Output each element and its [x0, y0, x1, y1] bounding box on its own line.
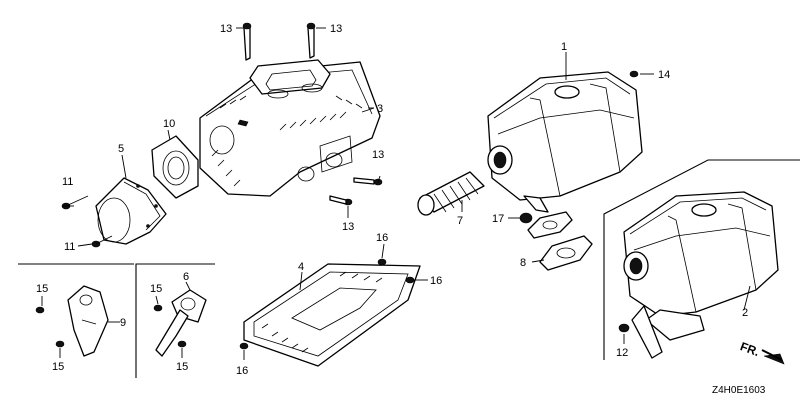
muffler-gasket[interactable]	[539, 235, 593, 271]
bolt-14[interactable]	[629, 70, 639, 78]
bolt-13a[interactable]	[242, 22, 252, 61]
muffler-gasket-upper[interactable]	[527, 211, 573, 239]
tailpipe-deflector[interactable]	[67, 285, 109, 357]
heat-shield-plate[interactable]	[243, 263, 421, 367]
callout-8: 8	[520, 257, 526, 269]
callout-13c: 13	[372, 149, 384, 161]
callout-12: 12	[616, 347, 628, 359]
callout-labels: 13 13 3 10 5 1 14 13 13 7 17 8 11 11 16 …	[36, 23, 748, 377]
bolt-13d[interactable]	[329, 195, 353, 206]
muffler-protector[interactable]	[199, 59, 381, 197]
callout-16a: 16	[376, 232, 388, 244]
callout-14: 14	[658, 69, 670, 81]
bolt-12[interactable]	[618, 323, 630, 333]
callout-1: 1	[561, 41, 567, 53]
bolt-11a[interactable]	[61, 195, 89, 210]
bolt-13b[interactable]	[306, 22, 316, 59]
callout-11b: 11	[64, 241, 75, 253]
front-marker-label: FR.	[738, 339, 761, 359]
bolt-13c[interactable]	[353, 177, 383, 186]
callout-2: 2	[742, 307, 748, 319]
variant-frame-left	[18, 159, 800, 378]
flange-nut[interactable]	[519, 212, 533, 224]
leader-lines	[41, 27, 751, 360]
bolt-16a[interactable]	[377, 258, 387, 266]
callout-9: 9	[120, 317, 126, 329]
diagram-code: Z4H0E1603	[712, 385, 766, 396]
callout-5: 5	[118, 143, 124, 155]
exhaust-flange[interactable]	[151, 135, 199, 199]
callout-11a: 11	[62, 176, 73, 188]
callout-13d: 13	[342, 221, 354, 233]
spark-arrester-cover[interactable]	[95, 177, 167, 245]
callout-13a: 13	[220, 23, 232, 35]
spark-arrester-screen[interactable]	[417, 171, 485, 216]
callout-7: 7	[457, 215, 463, 227]
callout-15d: 15	[176, 361, 188, 373]
bolt-15c[interactable]	[153, 304, 163, 312]
callout-13b: 13	[330, 23, 342, 35]
callout-4: 4	[298, 261, 304, 273]
callout-15c: 15	[150, 283, 162, 295]
bolt-16b[interactable]	[405, 276, 415, 284]
callout-3: 3	[377, 103, 383, 115]
callout-15b: 15	[52, 361, 64, 373]
exhaust-extension-pipe[interactable]	[155, 289, 207, 357]
muffler-main[interactable]	[487, 71, 643, 213]
muffler-variant[interactable]	[623, 191, 779, 359]
front-direction-arrow: FR.	[738, 339, 785, 365]
callout-10: 10	[163, 118, 175, 130]
bolt-15d[interactable]	[177, 340, 187, 348]
callout-17: 17	[492, 213, 504, 225]
bolt-15b[interactable]	[55, 340, 65, 348]
bolt-16c[interactable]	[239, 342, 249, 350]
bolt-15a[interactable]	[35, 306, 45, 314]
callout-16c: 16	[236, 365, 248, 377]
callout-15a: 15	[36, 283, 48, 295]
callout-16b: 16	[430, 275, 442, 287]
callout-6: 6	[183, 271, 189, 283]
